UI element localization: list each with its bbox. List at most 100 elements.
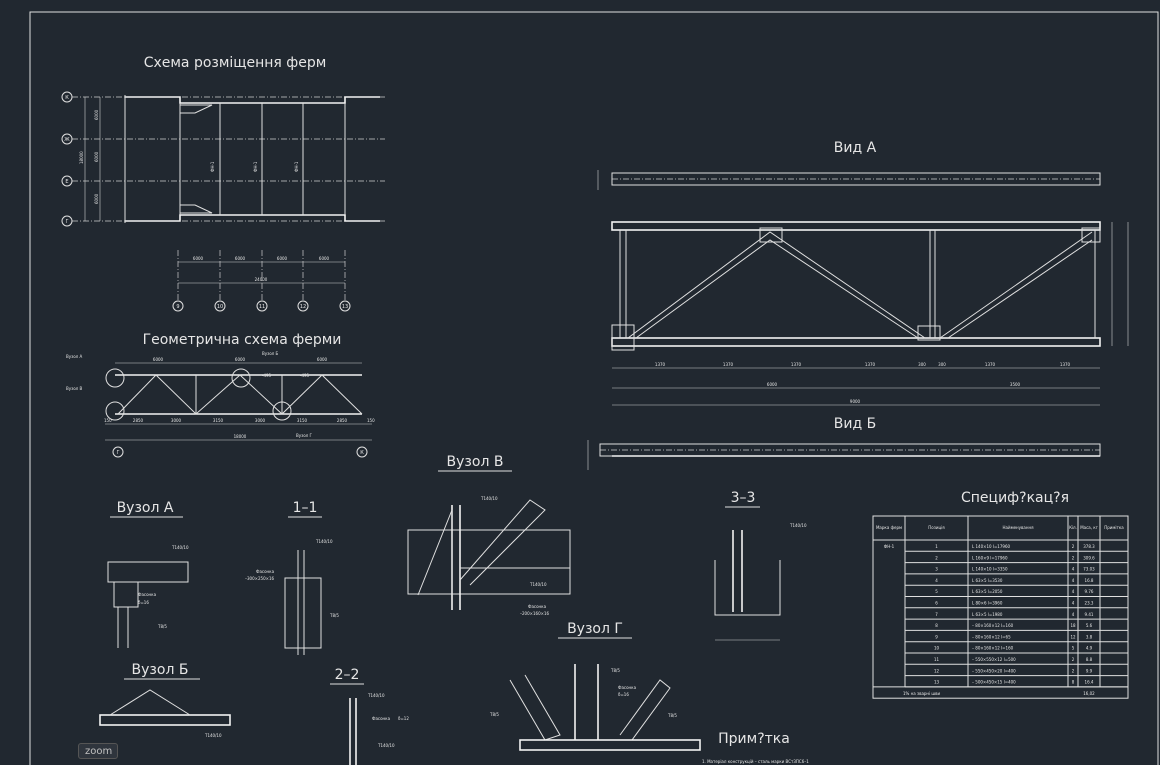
svg-text:Т140/10: Т140/10 <box>171 545 189 550</box>
svg-text:–300×250×16: –300×250×16 <box>245 576 275 581</box>
notes-line: 1. Матеріал конструкцій – сталь марки ВС… <box>702 759 809 764</box>
spec-cell-mass: 309.6 <box>1083 555 1095 560</box>
svg-text:Т8/5: Т8/5 <box>489 712 499 717</box>
axis-g: Г <box>65 219 68 225</box>
svg-text:11: 11 <box>259 304 265 310</box>
spec-cell-name: – 550×450×20 l=400 <box>972 668 1016 673</box>
svg-text:6000: 6000 <box>319 256 330 261</box>
svg-text:6000: 6000 <box>317 357 328 362</box>
vert-total: 18000 <box>79 151 84 164</box>
spec-cell-name: L 63×5 l=3530 <box>972 578 1003 583</box>
svg-text:1370: 1370 <box>985 362 996 367</box>
spec-cell-pos: 8 <box>935 623 938 628</box>
spec-cell-mass: 23.3 <box>1085 601 1094 606</box>
node-v: Вузол В Т140/10 Т140/10 Фасонка –200×160… <box>407 454 571 616</box>
spec-cell-pos: 10 <box>934 646 940 651</box>
spec-cell-qty: 4 <box>1072 578 1075 583</box>
spec-header: Найменування <box>1003 525 1035 530</box>
spec-cell-qty: 2 <box>1072 657 1075 662</box>
svg-text:δ=16: δ=16 <box>138 600 149 605</box>
spec-cell-pos: 2 <box>935 555 938 560</box>
view-a-title: Вид А <box>834 140 877 156</box>
svg-text:-495: -495 <box>300 373 310 378</box>
svg-text:Фасонка: Фасонка <box>372 716 391 721</box>
spec-cell-mass: 16.8 <box>1085 578 1094 583</box>
svg-text:3000: 3000 <box>171 418 182 423</box>
svg-text:6000: 6000 <box>235 256 246 261</box>
span-total: 24000 <box>255 277 268 282</box>
svg-text:6000: 6000 <box>94 151 99 162</box>
svg-text:6000: 6000 <box>193 256 204 261</box>
notes: Прим?тка 1. Матеріал конструкцій – сталь… <box>702 731 809 764</box>
spec-cell-qty: 12 <box>1070 634 1076 639</box>
spec-cell-mass: 5.6 <box>1086 623 1093 628</box>
spec-cell-qty: 2 <box>1072 544 1075 549</box>
node-a-title: Вузол А <box>117 500 174 516</box>
svg-text:18000: 18000 <box>234 434 247 439</box>
node-v-title: Вузол В <box>447 454 504 470</box>
svg-text:10: 10 <box>217 304 223 310</box>
spec-cell-name: L 160×9 l=17960 <box>972 555 1008 560</box>
axis-k: К <box>65 95 69 101</box>
svg-text:Т140/10: Т140/10 <box>789 523 807 528</box>
svg-text:Фасонка: Фасонка <box>138 592 157 597</box>
node-b-title: Вузол Б <box>132 662 189 678</box>
svg-text:3000: 3000 <box>255 418 266 423</box>
spec-cell-mass: 9.76 <box>1085 589 1094 594</box>
section-11-title: 1–1 <box>293 500 318 516</box>
svg-text:1370: 1370 <box>723 362 734 367</box>
spec-header: Примітка <box>1104 525 1124 530</box>
spec-cell-name: L 140×10 l=3350 <box>972 567 1008 572</box>
svg-text:3150: 3150 <box>213 418 224 423</box>
svg-text:δ=16: δ=16 <box>618 692 629 697</box>
spec-cell-qty: 2 <box>1072 668 1075 673</box>
svg-text:3150: 3150 <box>297 418 308 423</box>
spec-cell-name: L 63×5 l=2050 <box>972 589 1003 594</box>
svg-text:1370: 1370 <box>791 362 802 367</box>
svg-text:δ=12: δ=12 <box>398 716 409 721</box>
spec-cell-name: – 80×160×12 l=160 <box>972 646 1014 651</box>
svg-text:150: 150 <box>104 418 112 423</box>
spec-cell-qty: 4 <box>1072 612 1075 617</box>
axis-e: Е <box>65 179 68 185</box>
truss-label-2: ФН-1 <box>253 161 258 172</box>
layout-letter-axes: К Ж Е Г <box>61 91 385 227</box>
spec-cell-name: – 550×550×12 l=500 <box>972 657 1016 662</box>
svg-text:12: 12 <box>300 304 306 310</box>
svg-text:Вузол А: Вузол А <box>66 354 83 359</box>
spec-cell-mass: 4.9 <box>1086 646 1093 651</box>
svg-text:1370: 1370 <box>1060 362 1071 367</box>
svg-text:6000: 6000 <box>277 256 288 261</box>
spec-cell-qty: 4 <box>1072 567 1075 572</box>
svg-text:6000: 6000 <box>94 109 99 120</box>
spec-cell-name: – 80×160×12 l=160 <box>972 623 1014 628</box>
spec-cell-mass: 378.3 <box>1083 544 1095 549</box>
svg-text:150: 150 <box>367 418 375 423</box>
geometry-title: Геометрична схема ферми <box>143 332 342 348</box>
spec-table-border <box>872 515 1129 699</box>
svg-text:Фасонка: Фасонка <box>256 569 275 574</box>
notes-title: Прим?тка <box>718 731 790 747</box>
section-33-title: 3–3 <box>731 490 756 506</box>
svg-text:Т140/10: Т140/10 <box>204 733 222 738</box>
svg-text:Вузол Б: Вузол Б <box>262 351 279 356</box>
svg-text:300: 300 <box>918 362 926 367</box>
spec-cell-pos: 6 <box>935 601 938 606</box>
node-a: Вузол А Т140/10 Фасонка δ=16 Т8/5 <box>107 500 189 648</box>
truss-label-1: ФН-1 <box>210 161 215 172</box>
svg-text:2850: 2850 <box>337 418 348 423</box>
svg-text:Т140/10: Т140/10 <box>529 582 547 587</box>
spec-cell-pos: 13 <box>934 680 940 685</box>
section-3-3: 3–3 Т140/10 <box>714 490 807 641</box>
spec-cell-pos: 5 <box>935 589 938 594</box>
svg-text:К: К <box>360 450 364 456</box>
spec-cell-pos: 12 <box>934 668 940 673</box>
spec-header: Маса, кг <box>1080 525 1098 530</box>
zoom-indicator[interactable]: zoom <box>78 743 118 759</box>
spec-cell-qty: 2 <box>1072 555 1075 560</box>
spec-cell-mass: 73.03 <box>1083 567 1095 572</box>
spec-footer-value: 16,02 <box>1083 691 1095 696</box>
section-2-2: 2–2 Т140/10 Фасонка δ=12 Т140/10 <box>330 667 409 765</box>
svg-text:Т140/10: Т140/10 <box>315 539 333 544</box>
